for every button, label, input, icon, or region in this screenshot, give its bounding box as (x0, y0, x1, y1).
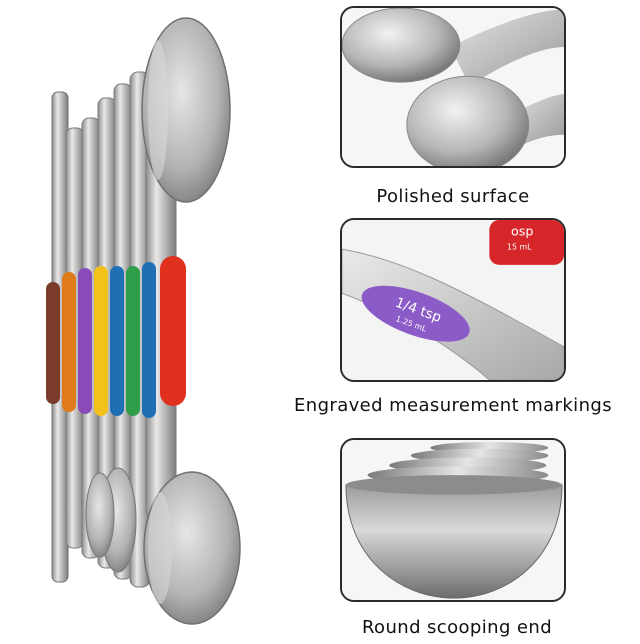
round-scooping-end-image (340, 438, 566, 602)
feature-caption-polished: Polished surface (376, 186, 530, 207)
nested-measuring-spoons-image (46, 17, 241, 625)
feature-caption-markings: Engraved measurement markings (293, 395, 612, 416)
tbsp-ml-fragment: 15 mL (507, 242, 532, 251)
tbsp-label-fragment: osp (511, 224, 534, 239)
feature-caption-round-end: Round scooping end (361, 617, 553, 638)
engraved-markings-image: osp 15 mL 1/4 tsp 1.25 mL (340, 218, 566, 382)
polished-surface-image (340, 6, 566, 168)
